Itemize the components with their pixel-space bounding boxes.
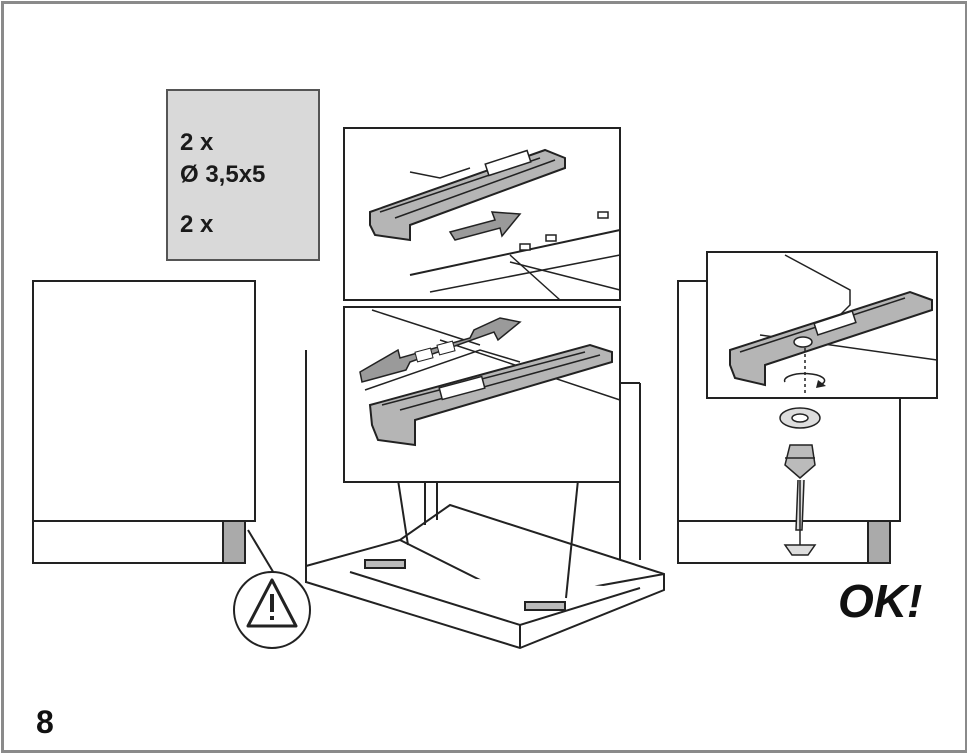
ok-label: OK! xyxy=(838,575,923,627)
left-cabinet xyxy=(32,280,276,576)
detail-panel-top xyxy=(343,127,621,301)
rotate-arrow-icon xyxy=(783,372,826,388)
parts-box: 2 x Ø 3,5x5 2 x xyxy=(166,89,320,261)
step-number: 8 xyxy=(36,704,54,740)
detail-panel-right xyxy=(706,251,938,556)
slide-arrow-icon xyxy=(359,317,522,383)
hood-body xyxy=(305,350,665,650)
screw-quantity: 2 x xyxy=(180,129,214,156)
warning-triangle-icon xyxy=(233,571,311,649)
screw-size: Ø 3,5x5 xyxy=(180,161,266,188)
slide-arrow-icon xyxy=(448,211,522,241)
detail-panel-middle xyxy=(343,306,621,483)
washer-quantity: 2 x xyxy=(180,211,214,238)
